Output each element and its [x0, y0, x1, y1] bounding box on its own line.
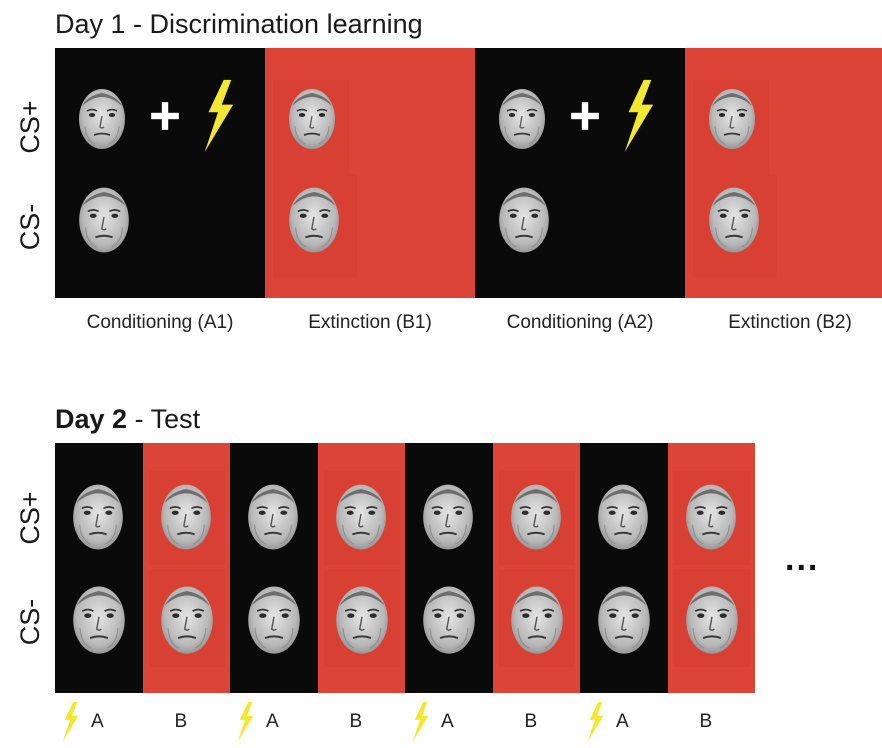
cs-plus-face-icon: [684, 475, 738, 557]
day2-title-rest: - Test: [127, 404, 201, 434]
day2-trial-label: A: [616, 711, 629, 732]
cs-minus-face-icon: [684, 577, 740, 661]
plus-icon: [149, 100, 181, 137]
day1-phase-label: Conditioning (A1): [86, 312, 234, 333]
plus-icon: [569, 100, 601, 137]
cs-minus-face-icon: [707, 180, 761, 258]
cs-minus-face-icon: [77, 180, 131, 258]
day1-phase-label: Extinction (B2): [728, 312, 852, 333]
cs-minus-face-icon: [287, 180, 341, 258]
day2-trial-label: B: [524, 711, 538, 732]
day2-trial-label: A: [91, 711, 104, 732]
cs-minus-face-icon: [596, 577, 652, 661]
cs-minus-face-icon: [334, 577, 390, 661]
day1-phase-label: Extinction (B1): [308, 312, 432, 333]
lightning-bolt-icon: [409, 701, 431, 748]
cs-plus-face-icon: [334, 475, 388, 557]
cs-minus-face-icon: [159, 577, 215, 661]
day1-title: Day 1 - Discrimination learning: [55, 8, 423, 40]
cs-plus-face-icon: [159, 475, 213, 557]
cs-plus-face-icon: [71, 475, 125, 557]
day1-row-label-cs-plus: CS+: [15, 100, 45, 154]
day2-trial-label: B: [174, 711, 188, 732]
cs-plus-face-icon: [77, 80, 127, 156]
day2-row-label-cs-plus: CS+: [15, 491, 45, 545]
lightning-bolt-icon: [234, 701, 256, 748]
continuation-ellipsis: ...: [785, 540, 820, 578]
cs-plus-face-icon: [596, 475, 650, 557]
cs-plus-face-icon: [509, 475, 563, 557]
lightning-bolt-icon: [615, 78, 661, 159]
cs-plus-face-icon: [497, 80, 547, 156]
cs-plus-face-icon: [287, 80, 337, 156]
day2-title-bold: Day 2: [55, 404, 128, 434]
cs-minus-face-icon: [497, 180, 551, 258]
day1-context-panel-3: [475, 48, 685, 298]
day2-trial-label: B: [349, 711, 363, 732]
day1-phase-label: Conditioning (A2): [506, 312, 654, 333]
day2-trial-label: B: [699, 711, 713, 732]
day2-title: Day 2 - Test: [55, 403, 200, 435]
cs-plus-face-icon: [707, 80, 757, 156]
day2-trial-label: A: [266, 711, 279, 732]
cs-minus-face-icon: [421, 577, 477, 661]
day2-row-label-cs-minus: CS-: [15, 598, 45, 646]
lightning-bolt-icon: [195, 78, 241, 159]
day2-trial-label: A: [441, 711, 454, 732]
cs-minus-face-icon: [71, 577, 127, 661]
cs-plus-face-icon: [421, 475, 475, 557]
lightning-bolt-icon: [584, 701, 606, 748]
lightning-bolt-icon: [59, 701, 81, 748]
day1-row-label-cs-minus: CS-: [15, 203, 45, 251]
day1-context-panel-1: [55, 48, 265, 298]
cs-minus-face-icon: [246, 577, 302, 661]
cs-plus-face-icon: [246, 475, 300, 557]
day1-title-text: Day 1 - Discrimination learning: [55, 9, 423, 39]
cs-minus-face-icon: [509, 577, 565, 661]
